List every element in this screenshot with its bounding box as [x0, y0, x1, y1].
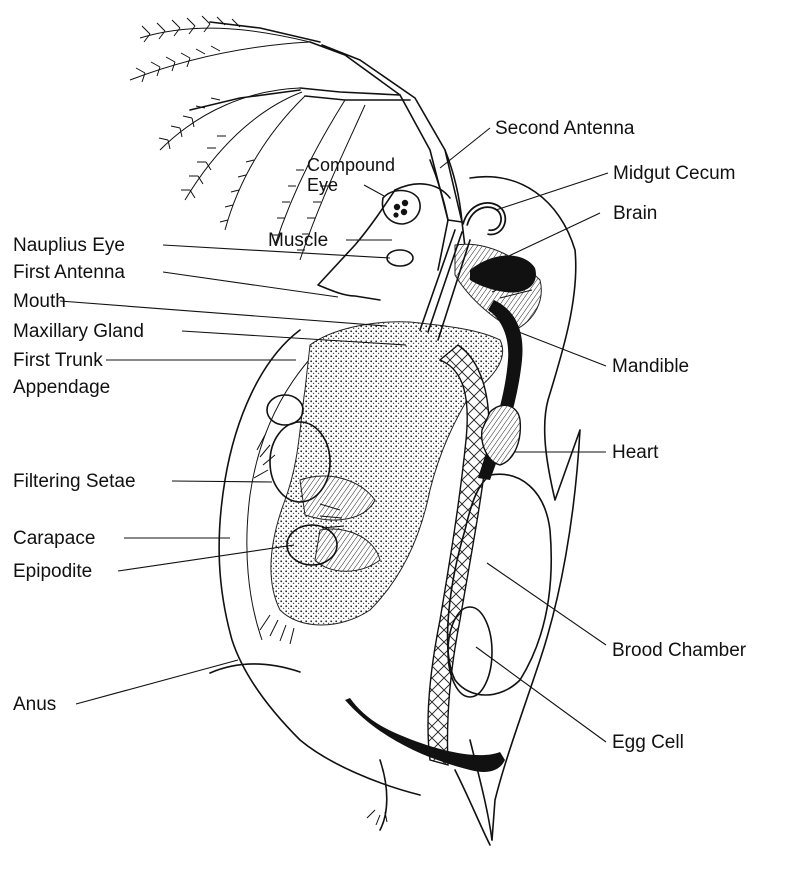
label-epipodite: Epipodite: [13, 561, 92, 582]
label-midgut-cecum: Midgut Cecum: [613, 163, 736, 184]
label-first-trunk-appendage: First Trunk Appendage: [13, 350, 110, 398]
leader-anus: [76, 660, 238, 704]
label-mandible: Mandible: [612, 356, 689, 377]
label-muscle: Muscle: [268, 230, 328, 251]
leader-brain: [496, 213, 600, 262]
label-filtering-setae: Filtering Setae: [13, 471, 136, 492]
label-brood-chamber: Brood Chamber: [612, 640, 747, 661]
leader-epipodite: [118, 545, 294, 571]
label-first-trunk-appendage-line1: First Trunk: [13, 350, 103, 371]
leader-filtering-setae: [172, 481, 272, 482]
label-compound-eye-line2: Eye: [307, 175, 338, 195]
label-first-antenna: First Antenna: [13, 262, 125, 283]
leader-compound-eye: [364, 185, 384, 196]
leader-first-antenna: [163, 272, 338, 297]
label-maxillary-gland: Maxillary Gland: [13, 321, 144, 342]
label-anus: Anus: [13, 694, 56, 715]
label-second-antenna: Second Antenna: [495, 118, 635, 139]
label-mouth: Mouth: [13, 291, 66, 312]
label-egg-cell: Egg Cell: [612, 732, 684, 753]
leader-midgut-cecum: [496, 173, 608, 210]
label-carapace: Carapace: [13, 528, 95, 549]
label-compound-eye-line1: Compound: [307, 155, 395, 175]
leader-brood-chamber: [487, 563, 606, 645]
label-compound-eye: Compound Eye: [307, 155, 400, 195]
label-nauplius-eye: Nauplius Eye: [13, 235, 125, 256]
label-brain: Brain: [613, 203, 657, 224]
label-heart: Heart: [612, 442, 659, 463]
label-first-trunk-appendage-line2: Appendage: [13, 377, 110, 398]
leader-second-antenna: [440, 128, 490, 168]
